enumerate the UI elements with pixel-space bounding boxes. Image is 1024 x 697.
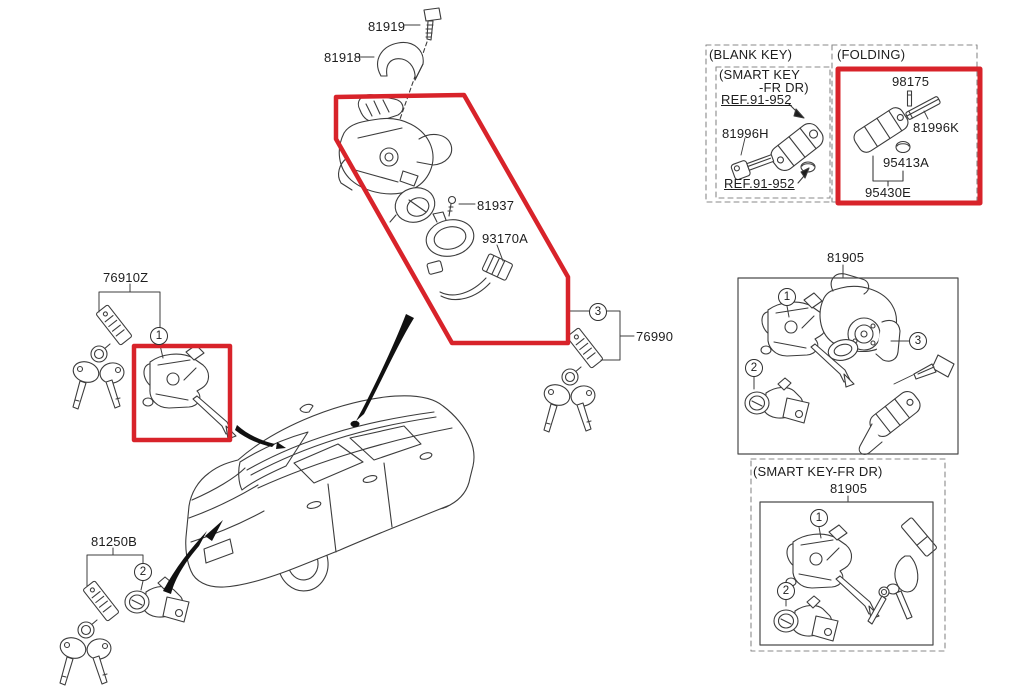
smart-key-subtitle-line2: -FR DR)	[759, 80, 809, 95]
label-95430E: 95430E	[865, 185, 912, 200]
highlight-boxes	[131, 66, 983, 443]
label-81905-right: 81905	[827, 250, 865, 265]
ignition-assembly-drawing	[338, 94, 513, 301]
callout-3-center: 3	[589, 303, 607, 321]
label-95413A: 95413A	[883, 155, 930, 170]
folding-key-drawing	[853, 90, 941, 187]
smart-key-fob-drawing	[730, 103, 824, 184]
key-set-drawing	[72, 304, 132, 410]
smart-key-fr-dr-panel-title: (SMART KEY-FR DR)	[753, 464, 883, 479]
label-81996K: 81996K	[913, 120, 960, 135]
label-81918: 81918	[324, 50, 362, 65]
label-81996H: 81996H	[722, 126, 769, 141]
location-arrows	[163, 314, 414, 594]
callout-1-left: 1	[150, 327, 168, 345]
label-93170A: 93170A	[482, 231, 529, 246]
callout-2-right: 2	[745, 359, 763, 377]
label-81250B: 81250B	[91, 534, 138, 549]
car-silhouette-drawing	[185, 395, 475, 592]
bottom-panel-keys-drawing	[867, 517, 937, 625]
label-81919: 81919	[368, 19, 406, 34]
label-81905-bottom: 81905	[830, 481, 868, 496]
smart-key-subtitle-line1: (SMART KEY	[719, 67, 800, 82]
callout-1-bottom: 1	[810, 509, 828, 527]
leader-lines	[86, 24, 910, 607]
label-76910Z: 76910Z	[103, 270, 149, 285]
door-lock-cylinder-drawing	[142, 344, 237, 440]
screw-81919-drawing	[423, 7, 442, 41]
callout-1-right: 1	[778, 288, 796, 306]
label-76990: 76990	[636, 329, 674, 344]
bracket-81918-drawing	[377, 41, 424, 81]
blank-key-panel-title: (BLANK KEY)	[709, 47, 793, 62]
label-98175: 98175	[892, 74, 930, 89]
folding-key-highlight-box	[835, 66, 983, 206]
ignition-highlight-box	[333, 92, 571, 346]
ref-label-top: REF.91-952	[721, 92, 792, 107]
callout-2-left: 2	[134, 563, 152, 581]
label-81937: 81937	[477, 198, 515, 213]
folding-panel-title: (FOLDING)	[837, 47, 906, 62]
door-lock-highlight-box	[131, 343, 233, 443]
trunk-lock-cylinder-drawing	[124, 576, 190, 623]
callout-3-right: 3	[909, 332, 927, 350]
ref-label-bottom: REF.91-952	[724, 176, 795, 191]
right-lock-set-drawing	[819, 273, 955, 455]
callout-2-bottom: 2	[777, 582, 795, 600]
